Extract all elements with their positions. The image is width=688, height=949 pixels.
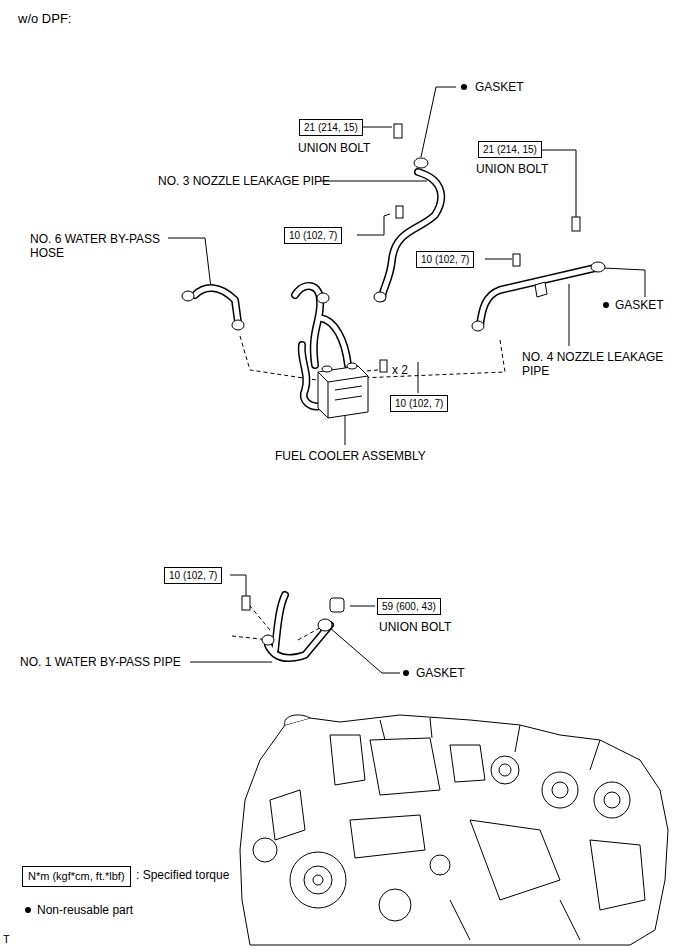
figure-code: T (3, 932, 10, 946)
torque-value: 10 (102, 7) (169, 570, 217, 581)
part-label: UNION BOLT (476, 162, 548, 176)
part-label: NO. 6 WATER BY-PASS HOSE (30, 232, 180, 260)
torque-spec-box: 10 (102, 7) (390, 395, 448, 412)
torque-value: 10 (102, 7) (395, 398, 443, 409)
fuel-cooler (318, 363, 368, 418)
part-label: FUEL COOLER ASSEMBLY (275, 449, 426, 463)
torque-spec-box: 10 (102, 7) (284, 227, 342, 244)
torque-spec-box: 21 (214, 15) (299, 119, 363, 136)
part-label: NO. 4 NOZZLE LEAKAGE PIPE (522, 350, 677, 378)
install-lines (232, 336, 505, 640)
torque-value: N*m (kgf*cm, ft.*lbf) (28, 870, 125, 882)
torque-spec-box: 10 (102, 7) (416, 251, 474, 268)
torque-value: 10 (102, 7) (289, 230, 337, 241)
legend-text: : Specified torque (136, 868, 229, 882)
torque-value: 21 (214, 15) (304, 122, 358, 133)
part-label: NO. 1 WATER BY-PASS PIPE (20, 655, 181, 669)
quantity-note: x 2 (392, 363, 408, 377)
part-label: UNION BOLT (298, 141, 370, 155)
part-label: GASKET (615, 298, 664, 312)
diagram-title: w/o DPF: (18, 12, 71, 26)
part-label: UNION BOLT (379, 620, 451, 634)
engine-illustration (240, 715, 668, 945)
torque-value: 21 (214, 15) (483, 144, 537, 155)
torque-spec-box: 21 (214, 15) (478, 141, 542, 158)
pipes (195, 172, 595, 658)
torque-value: 59 (600, 43) (382, 601, 436, 612)
part-label: GASKET (416, 666, 465, 680)
torque-spec-box: 59 (600, 43) (377, 598, 441, 615)
torque-spec-box: 10 (102, 7) (164, 567, 222, 584)
torque-value: 10 (102, 7) (421, 254, 469, 265)
fasteners (182, 124, 605, 645)
part-label: NO. 3 NOZZLE LEAKAGE PIPE (158, 174, 330, 188)
torque-legend-box: N*m (kgf*cm, ft.*lbf) (22, 866, 131, 887)
legend-text: Non-reusable part (37, 903, 133, 917)
part-label: GASKET (475, 80, 524, 94)
